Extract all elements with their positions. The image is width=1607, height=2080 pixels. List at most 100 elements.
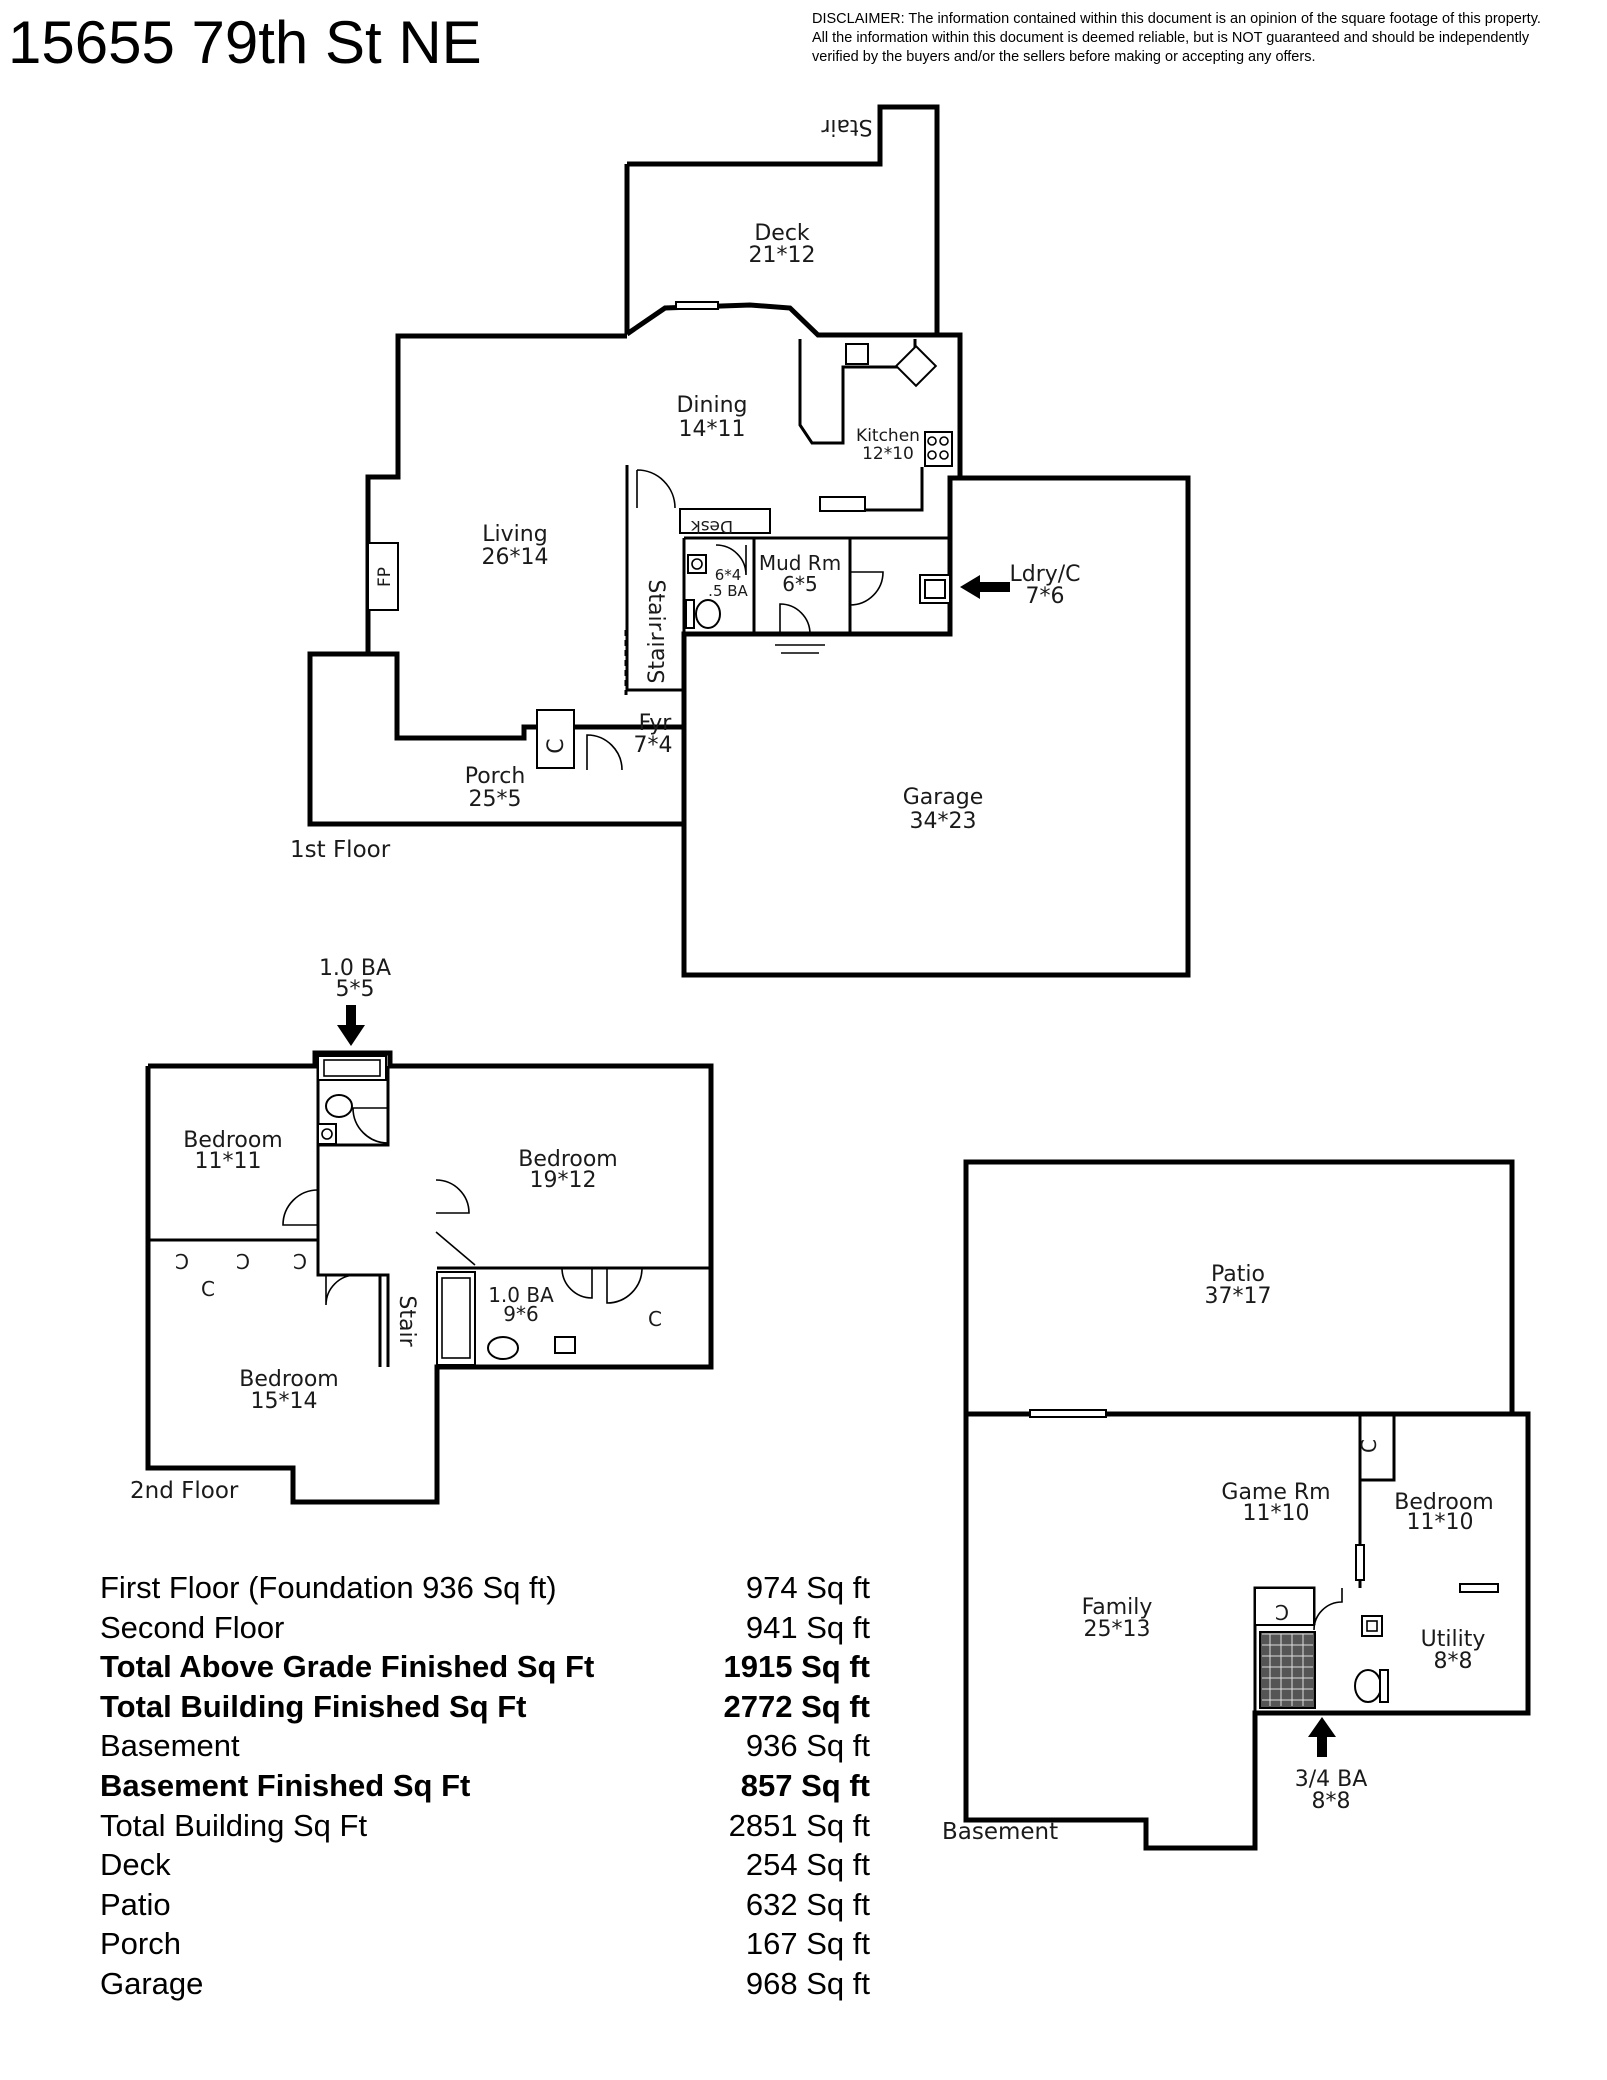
stair-label-a: Stair — [643, 579, 668, 631]
second-floor-plan: C C C C C 1.0 BA 5*5 Bedroom 11*11 Bedro… — [130, 956, 714, 1505]
sqft-label: Second Floor — [100, 1609, 285, 1645]
mid-bath-sink — [554, 1336, 576, 1354]
half-bath-sink-bowl — [691, 558, 703, 570]
basement-closet-label: C — [1275, 1600, 1289, 1624]
foyer-closet — [536, 709, 575, 769]
living-name: Living — [482, 522, 547, 547]
sqft-value: 2851 Sq ft — [728, 1807, 870, 1843]
page-title: 15655 79th St NE — [8, 9, 482, 76]
cooktop-burner — [939, 436, 949, 446]
kitchen-island — [819, 496, 866, 512]
sqft-value: 632 Sq ft — [745, 1886, 870, 1922]
sqft-row: Total Building Sq Ft 2851 Sq ft — [100, 1806, 870, 1846]
bedroom-a-name: Bedroom — [183, 1128, 283, 1153]
top-bath-toilet — [325, 1094, 353, 1118]
utility-dim: 8*8 — [1434, 1649, 1473, 1674]
disclaimer-line: verified by the buyers and/or the seller… — [812, 49, 1316, 65]
shower — [1259, 1631, 1316, 1709]
basement-closet-label: C — [1357, 1439, 1381, 1453]
half-bath-name: .5 BA — [708, 582, 748, 600]
closet-label: C — [293, 1249, 307, 1273]
sqft-value: 857 Sq ft — [740, 1767, 870, 1803]
family-dim: 25*13 — [1084, 1617, 1151, 1642]
mid-bath-tub — [436, 1271, 476, 1366]
laundry-name: Ldry/C — [1009, 562, 1080, 587]
patio-dim: 37*17 — [1205, 1284, 1272, 1309]
top-bath-sink-bowl — [321, 1128, 333, 1140]
washer-inner — [924, 579, 946, 599]
foyer-name: Fyr — [639, 711, 673, 736]
garage-dim: 34*23 — [910, 809, 977, 834]
sink — [845, 343, 869, 365]
fireplace-box — [367, 542, 399, 611]
sqft-label: Deck — [100, 1847, 171, 1883]
half-bath-sink — [687, 554, 707, 574]
door-swing — [715, 544, 747, 576]
disclaimer-line: DISCLAIMER: The information contained wi… — [812, 11, 1541, 27]
sqft-row: Total Building Finished Sq Ft 2772 Sq ft — [100, 1687, 870, 1727]
closet-label: C — [236, 1249, 250, 1273]
door-swing — [282, 1189, 319, 1226]
door-swing — [606, 1267, 643, 1304]
deck-dim: 21*12 — [749, 243, 816, 268]
closet-label: C — [648, 1307, 662, 1331]
first-floor-label: 1st Floor — [290, 837, 391, 863]
hall-diagonal — [435, 1231, 476, 1266]
basement-bedroom-name: Bedroom — [1394, 1490, 1494, 1515]
mud-name: Mud Rm — [759, 551, 841, 575]
game-name: Game Rm — [1221, 1480, 1330, 1505]
basement-label: Basement — [942, 1819, 1058, 1845]
stair-label-top: Stair — [820, 114, 872, 139]
cooktop-burner — [927, 450, 937, 460]
mud-dim: 6*5 — [782, 572, 817, 596]
bath-toilet — [1354, 1669, 1382, 1703]
stair-label: Stair — [394, 1295, 419, 1347]
desk — [679, 508, 771, 534]
sqft-label: First Floor (Foundation 936 Sq ft) — [100, 1570, 557, 1605]
disclaimer-line: All the information within this document… — [812, 30, 1530, 46]
bath-sink — [1361, 1615, 1383, 1637]
kitchen-name: Kitchen — [856, 426, 920, 446]
porch-name: Porch — [465, 764, 526, 789]
sqft-value: 2772 Sq ft — [723, 1688, 870, 1724]
kitchen-wall — [857, 467, 924, 512]
sqft-value: 941 Sq ft — [745, 1609, 870, 1645]
basement-bath-dim: 8*8 — [1312, 1789, 1351, 1814]
bath-closet — [1254, 1587, 1315, 1626]
interior-door — [1355, 1544, 1365, 1581]
top-bath-walls — [316, 1066, 390, 1147]
laundry-dim: 7*6 — [1026, 584, 1065, 609]
sqft-label: Total Building Sq Ft — [100, 1807, 368, 1843]
stair-label-b: Stair — [645, 631, 670, 683]
sqft-label: Porch — [100, 1926, 181, 1962]
garage-name: Garage — [903, 785, 984, 810]
door-swing — [636, 469, 676, 509]
mid-bath-tub-inner — [441, 1277, 471, 1359]
foyer-dim: 7*4 — [634, 733, 673, 758]
sqft-label: Total Building Finished Sq Ft — [100, 1688, 527, 1724]
sqft-value: 1915 Sq ft — [723, 1649, 870, 1685]
sqft-value: 936 Sq ft — [745, 1728, 870, 1764]
basement-bedroom-dim: 11*10 — [1407, 1510, 1474, 1535]
range — [894, 344, 938, 388]
deck-name: Deck — [754, 221, 810, 246]
garage-outline — [681, 475, 1191, 978]
mid-bath-toilet — [487, 1336, 519, 1360]
utility-door — [1459, 1583, 1499, 1593]
laundry-arrow — [960, 575, 1010, 599]
toilet-tank — [685, 599, 695, 629]
bedroom-b-dim: 19*12 — [530, 1168, 597, 1193]
dining-name: Dining — [676, 393, 747, 418]
bedroom-b-name: Bedroom — [518, 1147, 618, 1172]
dining-dim: 14*11 — [679, 417, 746, 442]
utility-name: Utility — [1421, 1627, 1486, 1652]
cooktop — [924, 431, 953, 467]
half-bath-dim: 6*4 — [715, 566, 742, 584]
shower-tile — [1262, 1633, 1313, 1706]
